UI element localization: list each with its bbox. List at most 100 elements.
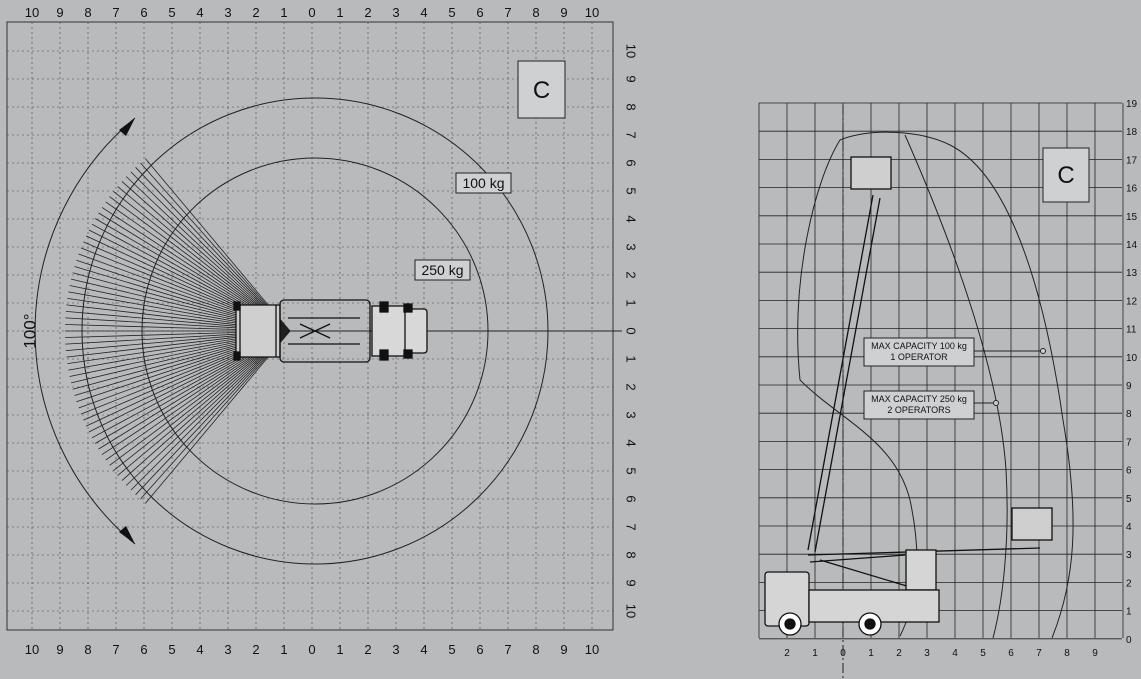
bottom-scale-tick: 5 [168,642,175,657]
bottom-scale-tick: 9 [56,642,63,657]
note-250kg-line1: MAX CAPACITY 250 kg [871,394,967,404]
truck-side-view [764,571,940,636]
right-scale-tick: 8 [624,103,639,110]
bottom-scale-tick: 10 [25,642,39,657]
right-scale-tick: 8 [624,551,639,558]
height-scale-tick: 17 [1126,155,1138,166]
top-scale-tick: 7 [112,5,119,20]
height-scale-tick: 8 [1126,409,1132,420]
right-scale-tick: 7 [624,131,639,138]
height-scale-tick: 19 [1126,99,1138,110]
right-scale-tick: 6 [624,495,639,502]
height-scale-tick: 10 [1126,353,1138,364]
aerial-platform-boom [807,156,1053,591]
top-scale-tick: 9 [560,5,567,20]
height-scale-tick: 12 [1126,296,1138,307]
top-scale-tick: 2 [364,5,371,20]
top-scale-tick: 6 [476,5,483,20]
right-scale-tick: 10 [624,604,639,618]
bottom-scale-tick: 6 [476,642,483,657]
height-scale-tick: 9 [1126,381,1132,392]
capacity-100kg-box [455,172,512,194]
height-scale-tick: 1 [1126,607,1132,618]
top-scale-tick: 10 [585,5,599,20]
right-scale-tick: 6 [624,159,639,166]
height-scale-tick: 14 [1126,240,1138,251]
top-scale-tick: 2 [252,5,259,20]
height-scale-tick: 5 [1126,494,1132,505]
top-scale-tick: 6 [140,5,147,20]
bottom-scale-tick: 1 [280,642,287,657]
top-scale-tick: 10 [25,5,39,20]
bottom-scale-tick: 7 [112,642,119,657]
right-scale-tick: 5 [624,467,639,474]
rotation-arc [34,117,136,545]
outreach-scale-tick: 1 [812,648,818,659]
outreach-scale-tick: 7 [1036,648,1042,659]
bottom-scale-tick: 5 [448,642,455,657]
bottom-scale-tick: 3 [224,642,231,657]
top-scale-tick: 5 [448,5,455,20]
sector-fan-line [135,330,291,495]
bottom-scale-tick: 8 [84,642,91,657]
top-scale-tick: 0 [308,5,315,20]
right-scale-tick: 2 [624,383,639,390]
note-100kg-box [863,337,975,367]
height-scale-tick: 16 [1126,184,1138,195]
note-250kg-point [993,400,999,406]
right-scale-tick: 1 [624,355,639,362]
top-view-letter-box [517,60,566,119]
bottom-scale-tick: 8 [532,642,539,657]
side-view-letter-box [1042,147,1090,203]
height-scale-tick: 18 [1126,127,1138,138]
sector-fan-line [145,330,291,504]
top-scale-tick: 5 [168,5,175,20]
top-view-frame [6,21,614,631]
bottom-scale-tick: 9 [560,642,567,657]
sector-fan-line [145,158,291,332]
top-scale-tick: 3 [224,5,231,20]
bottom-scale-tick: 3 [392,642,399,657]
outreach-scale-tick: 5 [980,648,986,659]
right-scale-tick: 9 [624,75,639,82]
outreach-scale-tick: 2 [896,648,902,659]
sector-fan-line [135,167,291,332]
right-scale-tick: 2 [624,271,639,278]
capacity-100kg-label: 100 kg [462,175,504,191]
top-scale-tick: 1 [336,5,343,20]
sector-fan-line [140,162,291,332]
bottom-scale-tick: 2 [364,642,371,657]
right-scale-tick: 4 [624,215,639,222]
height-scale-tick: 6 [1126,466,1132,477]
right-scale-tick: 4 [624,439,639,446]
bottom-scale-tick: 7 [504,642,511,657]
bottom-scale-tick: 1 [336,642,343,657]
right-scale-tick: 9 [624,579,639,586]
rotation-arrow-bottom-icon [119,526,135,544]
right-scale-tick: 0 [624,327,639,334]
top-scale-tick: 3 [392,5,399,20]
rotation-angle-label: 100° [20,313,39,348]
right-scale-tick: 10 [624,44,639,58]
top-view-letter: C [533,77,550,104]
bottom-scale-tick: 4 [196,642,203,657]
capacity-250kg-box [414,259,471,281]
top-scale-tick: 8 [532,5,539,20]
outreach-scale-tick: 2 [784,648,790,659]
right-scale-tick: 3 [624,411,639,418]
bottom-scale-tick: 4 [420,642,427,657]
outreach-scale-tick: 3 [924,648,930,659]
bottom-scale-tick: 6 [140,642,147,657]
outreach-scale-tick: 9 [1092,648,1098,659]
note-100kg-line1: MAX CAPACITY 100 kg [871,341,967,351]
right-scale-tick: 7 [624,523,639,530]
capacity-250kg-label: 250 kg [421,262,463,278]
bottom-scale-tick: 2 [252,642,259,657]
height-scale-tick: 3 [1126,550,1132,561]
